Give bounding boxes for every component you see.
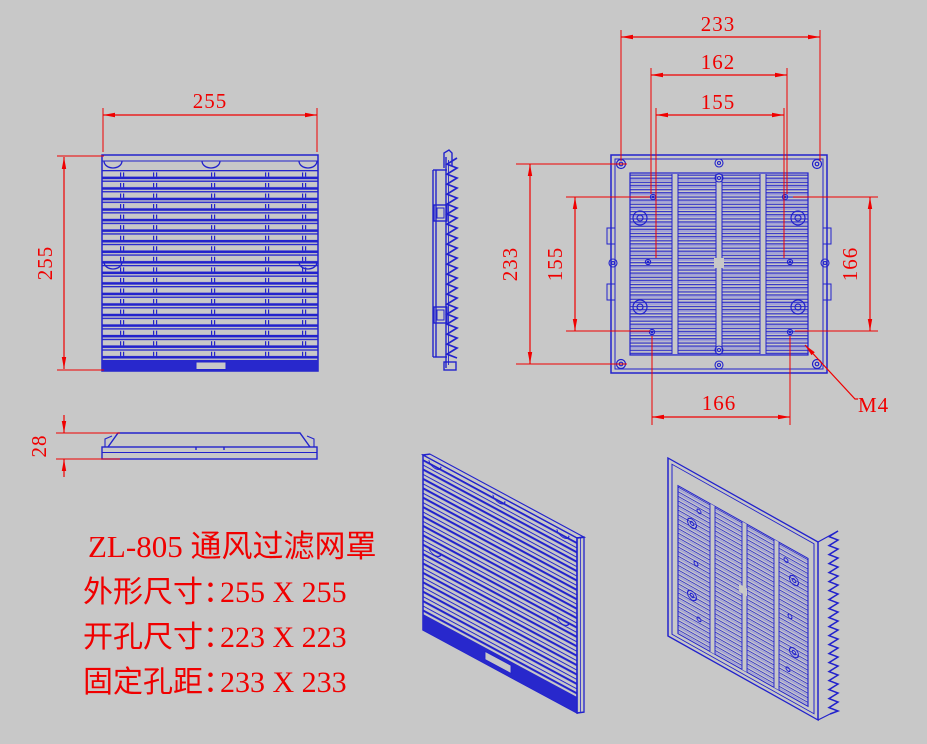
label-slot [195, 361, 227, 370]
title-block: ZL-805 通风过滤网罩 外形尺寸： 255 X 255 开孔尺寸： 223 … [83, 529, 376, 699]
row1-value: 255 X 255 [220, 576, 347, 609]
mid-notches [103, 261, 318, 270]
back-view [606, 154, 832, 374]
dim-back-162: 162 [701, 50, 736, 74]
iso-back-view [667, 456, 841, 722]
iso-front-view [420, 453, 587, 715]
dim-profile-thickness: 28 [27, 435, 51, 458]
bottom-foot [443, 361, 457, 371]
row2-label: 开孔尺寸： [83, 621, 233, 654]
dim-front-width: 255 [193, 89, 228, 113]
model-title: ZL-805 通风过滤网罩 [88, 529, 376, 564]
thread-callout: M4 [858, 393, 889, 417]
profile-louver-hump [107, 432, 311, 448]
m4-leader [804, 344, 858, 400]
dim-back-166-bottom: 166 [702, 391, 737, 415]
top-tab [443, 149, 453, 168]
dimension-texts: 255 255 28 233 162 155 233 155 166 166 M… [27, 12, 889, 458]
dim-back-166-right: 166 [838, 247, 862, 282]
clip-upper [433, 204, 448, 222]
screw-bosses [632, 210, 806, 315]
center-slot [714, 258, 724, 268]
iso-sawtooth-edge [827, 530, 841, 715]
side-view [432, 149, 459, 371]
dim-back-155-left: 155 [543, 247, 567, 282]
louver-sawtooth-edge [445, 157, 459, 359]
back-outline [610, 154, 828, 374]
front-view [101, 154, 319, 372]
m4-holes [644, 193, 794, 336]
row3-value: 233 X 233 [220, 666, 347, 699]
dim-front-height: 255 [33, 246, 57, 281]
louver-area [102, 170, 318, 360]
row3-label: 固定孔距： [83, 666, 233, 699]
top-notches [103, 160, 318, 169]
profile-view [101, 432, 318, 460]
edge-tabs [606, 158, 832, 370]
row1-label: 外形尺寸： [83, 576, 233, 609]
dim-back-height: 233 [498, 247, 522, 282]
dim-back-155-top: 155 [701, 90, 736, 114]
dim-back-width: 233 [701, 12, 736, 36]
row2-value: 223 X 223 [220, 621, 347, 654]
dimension-layer [56, 30, 878, 477]
